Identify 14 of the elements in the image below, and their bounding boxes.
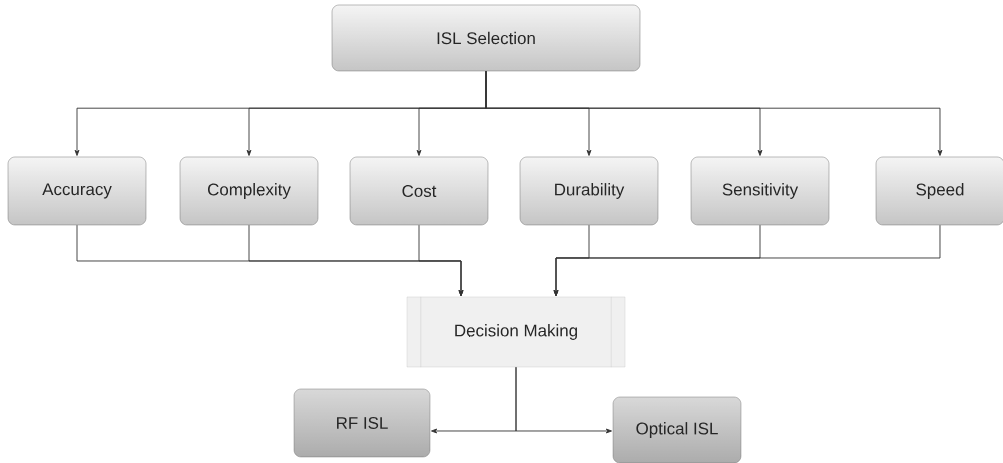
- arrow: [418, 224, 464, 297]
- criterion-box: Accuracy: [7, 156, 147, 226]
- process-box: Decision Making: [406, 296, 626, 368]
- criterion-box: Durability: [519, 156, 659, 226]
- arrow: [485, 70, 943, 156]
- criterion-box: Complexity: [179, 156, 319, 226]
- arrow: [515, 366, 612, 434]
- result-box: Optical ISL: [612, 396, 742, 463]
- criterion-box: Cost: [349, 156, 489, 226]
- heading-box: ISL Selection: [331, 4, 641, 72]
- criterion-box: Sensitivity: [690, 156, 830, 226]
- arrow: [553, 224, 941, 297]
- result-box: RF ISL: [293, 388, 431, 458]
- criterion-box: Speed: [875, 156, 1003, 226]
